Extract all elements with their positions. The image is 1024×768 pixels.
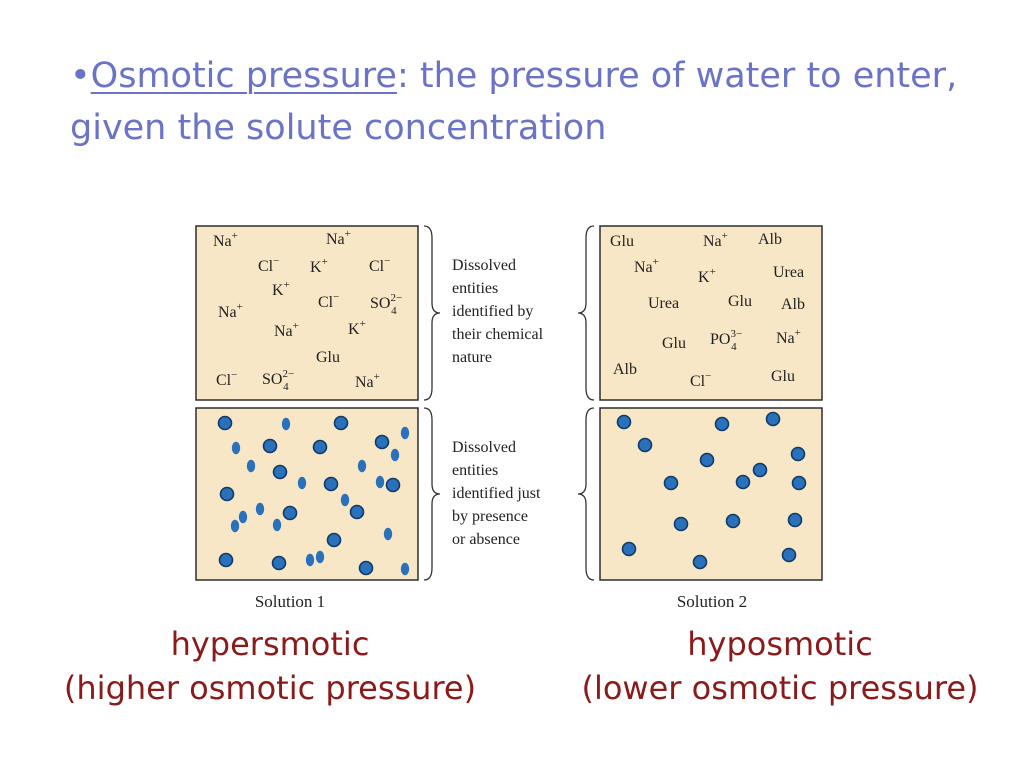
solution-1-particle (326, 532, 342, 548)
hyposmotic-label: hyposmotic (687, 625, 873, 663)
solution-2-particle (699, 452, 715, 468)
solution-1-particle (231, 441, 241, 455)
presence-absence-label: identified just (452, 485, 541, 502)
solution-2-particle (692, 554, 708, 570)
middle-labels: Dissolved entities identified by their chem… (452, 257, 544, 548)
solution-1-particle (297, 476, 307, 490)
solution-1-particle (230, 519, 240, 533)
solution-1-ion-label: Glu (316, 349, 340, 366)
solution-1-particle (262, 438, 278, 454)
chemical-nature-label: identified by (452, 303, 533, 320)
solution-2-ion-label: Urea (773, 264, 804, 281)
solution-2-particle (787, 512, 803, 528)
brace-solution-2-bottom (577, 407, 595, 581)
solution-1-particle (272, 464, 288, 480)
solution-2-ion-label: Glu (662, 335, 686, 352)
solution-2-label: Solution 2 (677, 592, 747, 611)
solution-2-particle (735, 474, 751, 490)
bullet: • (70, 56, 91, 96)
solution-1-particle (358, 560, 374, 576)
chemical-nature-label: Dissolved (452, 257, 516, 274)
solution-2-particle (725, 513, 741, 529)
solution-1-particle (390, 448, 400, 462)
solution-1-particle (400, 426, 410, 440)
braces (423, 225, 595, 581)
solution-2-ion-panel (599, 225, 823, 401)
hypersmotic-label: hypersmotic (170, 625, 370, 663)
solution-2-particle (781, 547, 797, 563)
solution-2-ion-label: Urea (648, 295, 679, 312)
solution-1-particle (375, 475, 385, 489)
solution-2-ion-label: Alb (781, 296, 805, 313)
solution-1-particle (281, 417, 291, 431)
solution-2-particle (637, 437, 653, 453)
solution-1-particle (218, 552, 234, 568)
solution-1-particle (349, 504, 365, 520)
solution-2-particle (673, 516, 689, 532)
solution-1-particle (255, 502, 265, 516)
brace-solution-1-bottom (423, 407, 441, 581)
solution-1-particle (315, 550, 325, 564)
brace-solution-2-top (577, 225, 595, 401)
definition-text: : the pressure of water to enter, given … (70, 56, 958, 148)
left-caption: hypersmotic (higher osmotic pressure) (20, 622, 520, 710)
solution-1-particle (333, 415, 349, 431)
right-caption: hyposmotic (lower osmotic pressure) (545, 622, 1015, 710)
solution-2-particle (663, 475, 679, 491)
solution-2-particle (621, 541, 637, 557)
solution-1-particle (219, 486, 235, 502)
solution-2-ion-label: Glu (610, 233, 634, 250)
solution-1-particle (357, 459, 367, 473)
chemical-nature-label: nature (452, 349, 492, 366)
solution-1-particle (305, 553, 315, 567)
solution-2-particle (616, 414, 632, 430)
presence-absence-label: entities (452, 462, 498, 479)
solution-1-particle (246, 459, 256, 473)
solution-1-particle (272, 518, 282, 532)
solution-1-particle (323, 476, 339, 492)
solution-1-particle (385, 477, 401, 493)
solution-1-ion-panel (195, 225, 419, 401)
particle-dots (217, 411, 807, 576)
solution-1-particle (282, 505, 298, 521)
lower-pressure-label: (lower osmotic pressure) (581, 669, 979, 707)
solution-2-particle (714, 416, 730, 432)
solution-2-ion-label: Glu (771, 368, 795, 385)
solution-2-ion-label: Glu (728, 293, 752, 310)
solution-1-particle (238, 510, 248, 524)
solution-1-particle (312, 439, 328, 455)
solution-1-particle (383, 527, 393, 541)
solution-2-particle (752, 462, 768, 478)
solution-1-particle (374, 434, 390, 450)
term-osmotic-pressure: Osmotic pressure (90, 56, 397, 96)
solution-2-ion-label: Alb (758, 231, 782, 248)
presence-absence-label: by presence (452, 508, 528, 525)
solution-2-ion-label: Alb (613, 361, 637, 378)
solution-2-particle (791, 475, 807, 491)
solution-1-particle (400, 562, 410, 576)
solution-2-particle (790, 446, 806, 462)
presence-absence-label: or absence (452, 531, 520, 548)
solution-2-particle (765, 411, 781, 427)
solution-1-label: Solution 1 (255, 592, 325, 611)
solution-1-particle (217, 415, 233, 431)
presence-absence-label: Dissolved (452, 439, 516, 456)
solution-1-particle (271, 555, 287, 571)
higher-pressure-label: (higher osmotic pressure) (63, 669, 477, 707)
solution-1-particle (340, 493, 350, 507)
slide-heading: •Osmotic pressure: the pressure of water… (70, 50, 1000, 154)
chemical-nature-label: entities (452, 280, 498, 297)
chemical-nature-label: their chemical (452, 326, 544, 343)
brace-solution-1-top (423, 225, 441, 401)
solution-panels (195, 225, 823, 581)
